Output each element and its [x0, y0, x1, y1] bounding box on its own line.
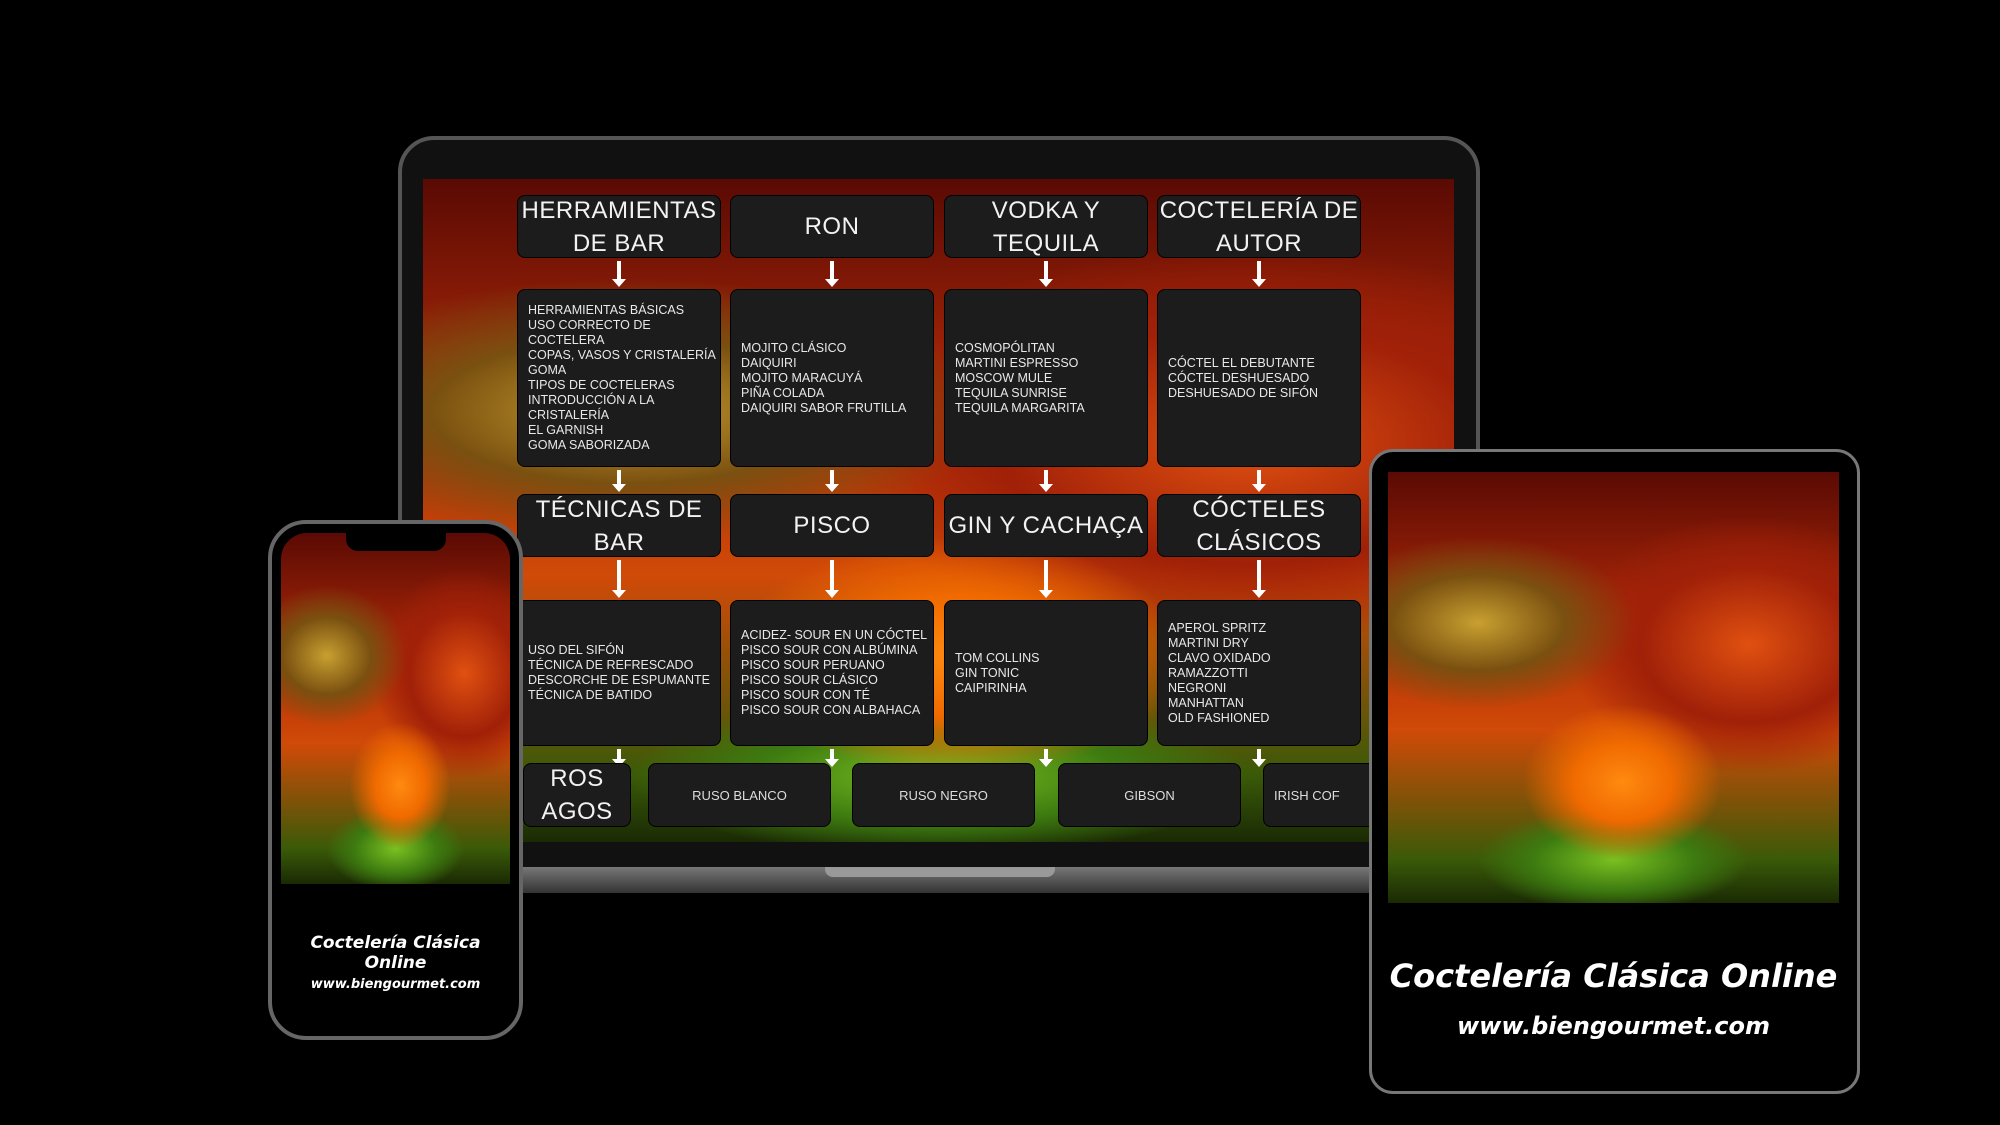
- module-header[interactable]: GIN Y CACHAÇA: [944, 494, 1148, 557]
- lesson-item[interactable]: MARTINI DRY: [1168, 635, 1249, 650]
- lesson-item[interactable]: TÉCNICA DE REFRESCADO: [528, 658, 694, 672]
- lesson-item[interactable]: OLD FASHIONED: [1168, 710, 1270, 725]
- lesson-item[interactable]: GIN TONIC: [955, 665, 1020, 680]
- lesson-item[interactable]: TOM COLLINS: [955, 650, 1040, 665]
- lesson-item[interactable]: GOMA: [528, 363, 567, 377]
- brand-url[interactable]: www.biengourmet.com: [310, 977, 481, 992]
- arrow-down-icon: [825, 749, 839, 767]
- arrow-down-icon: [825, 470, 839, 492]
- tablet-screen: Coctelería Clásica Online www.biengourme…: [1388, 472, 1839, 1074]
- arrow-down-icon: [825, 261, 839, 287]
- lesson-item[interactable]: PISCO SOUR CON ALBÚMINA: [741, 643, 918, 657]
- lesson-item[interactable]: CÓCTEL DESHUESADO: [1168, 370, 1310, 385]
- lesson-item[interactable]: EL GARNISH: [528, 423, 604, 437]
- module-header[interactable]: CÓCTELES CLÁSICOS: [1157, 494, 1361, 557]
- lesson-item[interactable]: ACIDEZ- SOUR EN UN CÓCTEL: [741, 628, 928, 642]
- lesson-item[interactable]: USO CORRECTO DE COCTELERA: [528, 318, 651, 347]
- cocktail-photo: [1388, 472, 1839, 903]
- lesson-pill[interactable]: RUSO BLANCO: [648, 763, 831, 827]
- arrow-down-icon: [1039, 261, 1053, 287]
- module-header-partial[interactable]: ROS AGOS: [523, 763, 631, 827]
- lesson-item[interactable]: PISCO SOUR PERUANO: [741, 658, 885, 672]
- arrow-down-icon: [612, 560, 626, 598]
- arrow-down-icon: [825, 560, 839, 598]
- lesson-item[interactable]: PISCO SOUR CON TÉ: [741, 688, 870, 702]
- lesson-pill[interactable]: GIBSON: [1058, 763, 1241, 827]
- lesson-item[interactable]: PISCO SOUR CLÁSICO: [741, 673, 878, 687]
- arrow-down-icon: [612, 749, 626, 767]
- lesson-item[interactable]: GOMA SABORIZADA: [528, 438, 650, 452]
- module-header[interactable]: PISCO: [730, 494, 934, 557]
- laptop-notch: [825, 867, 1055, 877]
- lesson-item[interactable]: CLAVO OXIDADO: [1168, 650, 1271, 665]
- module-header[interactable]: RON: [730, 195, 934, 258]
- lesson-item[interactable]: MANHATTAN: [1168, 695, 1244, 710]
- lesson-item[interactable]: PIÑA COLADA: [741, 385, 825, 400]
- lesson-item[interactable]: DAIQUIRI: [741, 355, 797, 370]
- brand-title: Coctelería Clásica Online: [1389, 957, 1838, 995]
- lesson-item[interactable]: MOSCOW MULE: [955, 370, 1053, 385]
- lesson-item[interactable]: TEQUILA MARGARITA: [955, 400, 1085, 415]
- lesson-item[interactable]: DESHUESADO DE SIFÓN: [1168, 385, 1319, 400]
- arrow-down-icon: [1252, 470, 1266, 492]
- lesson-item[interactable]: HERRAMIENTAS BÁSICAS: [528, 303, 685, 317]
- lesson-item[interactable]: INTRODUCCIÓN A LA CRISTALERÍA: [528, 393, 654, 422]
- lesson-item[interactable]: PISCO SOUR CON ALBAHACA: [741, 703, 921, 717]
- lesson-item[interactable]: CAIPIRINHA: [955, 680, 1027, 695]
- module-header[interactable]: HERRAMIENTAS DE BAR: [517, 195, 721, 258]
- arrow-down-icon: [612, 470, 626, 492]
- arrow-down-icon: [612, 261, 626, 287]
- arrow-down-icon: [1039, 749, 1053, 767]
- brand-url[interactable]: www.biengourmet.com: [1456, 1012, 1771, 1040]
- lesson-item[interactable]: COPAS, VASOS Y CRISTALERÍA: [528, 348, 716, 362]
- lesson-item[interactable]: COSMOPÓLITAN: [955, 340, 1055, 355]
- brand-title: Coctelería Clásica Online: [310, 933, 481, 973]
- lesson-item[interactable]: APEROL SPRITZ: [1168, 620, 1267, 635]
- module-header[interactable]: COCTELERÍA DE AUTOR: [1157, 195, 1361, 258]
- arrow-down-icon: [1252, 261, 1266, 287]
- arrow-down-icon: [1252, 560, 1266, 598]
- arrow-down-icon: [1252, 749, 1266, 767]
- lesson-item[interactable]: TIPOS DE COCTELERAS: [528, 378, 675, 392]
- lesson-item[interactable]: RAMAZZOTTI: [1168, 665, 1248, 680]
- lesson-item[interactable]: TEQUILA SUNRISE: [955, 385, 1067, 400]
- cocktail-photo: [281, 533, 510, 884]
- arrow-down-icon: [1039, 470, 1053, 492]
- arrow-down-icon: [1039, 560, 1053, 598]
- module-header[interactable]: TÉCNICAS DE BAR: [517, 494, 721, 557]
- lesson-pill[interactable]: RUSO NEGRO: [852, 763, 1035, 827]
- module-header[interactable]: VODKA Y TEQUILA: [944, 195, 1148, 258]
- lesson-item[interactable]: TÉCNICA DE BATIDO: [528, 688, 653, 702]
- phone-notch: [346, 533, 446, 551]
- lesson-item[interactable]: CÓCTEL EL DEBUTANTE: [1168, 355, 1315, 370]
- lesson-item[interactable]: DAIQUIRI SABOR FRUTILLA: [741, 400, 907, 415]
- lesson-item[interactable]: MARTINI ESPRESSO: [955, 355, 1079, 370]
- lesson-item[interactable]: DESCORCHE DE ESPUMANTE: [528, 673, 710, 687]
- lesson-item[interactable]: MOJITO MARACUYÁ: [741, 370, 863, 385]
- lesson-item[interactable]: USO DEL SIFÓN: [528, 643, 625, 657]
- lesson-item[interactable]: MOJITO CLÁSICO: [741, 340, 847, 355]
- lesson-item[interactable]: NEGRONI: [1168, 680, 1227, 695]
- phone-screen: Coctelería Clásica Online www.biengourme…: [281, 533, 510, 1027]
